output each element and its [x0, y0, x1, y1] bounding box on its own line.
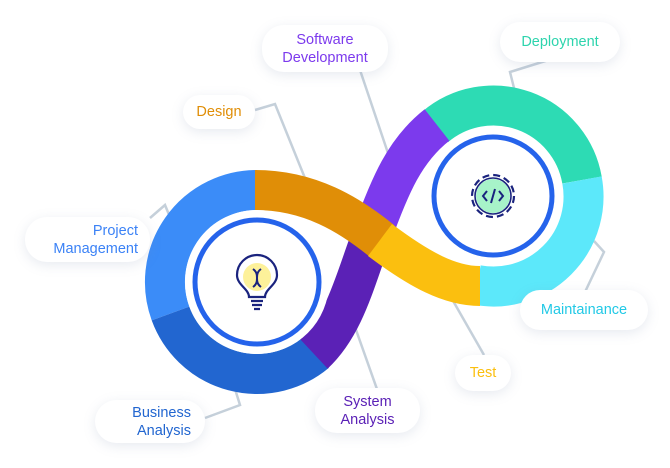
label-text: Maintainance [540, 302, 628, 318]
segment-project-management [144, 170, 258, 321]
label-text: Management [53, 240, 138, 257]
leader-maintainance [583, 240, 606, 293]
right-hub-ring [431, 134, 555, 258]
segment-maintainance [473, 176, 604, 307]
lightbulb-icon [235, 253, 279, 311]
label-design: Design [183, 95, 255, 129]
label-text: Development [282, 49, 368, 66]
leader-business [204, 388, 242, 420]
leader-system [353, 326, 380, 393]
label-text: Business [132, 404, 191, 421]
label-text: Project [92, 222, 138, 239]
gear-code-icon [470, 173, 516, 219]
label-text: System [343, 393, 392, 410]
left-hub-ring [192, 217, 322, 347]
leader-lines [149, 56, 606, 420]
label-text: Analysis [137, 422, 191, 439]
label-text: Analysis [340, 411, 395, 428]
label-test: Test [455, 355, 511, 391]
segment-test [368, 223, 481, 306]
label-text: Test [469, 365, 497, 381]
label-text: Software [296, 31, 354, 48]
leader-design [254, 102, 315, 199]
segment-business-analysis [151, 306, 329, 394]
label-maintainance: Maintainance [520, 290, 648, 330]
label-deployment: Deployment [500, 22, 620, 62]
segment-design [254, 170, 395, 257]
label-text: Design [196, 104, 242, 120]
label-text: Deployment [521, 34, 599, 50]
segment-deployment [422, 85, 602, 185]
leader-deployment [508, 56, 556, 93]
